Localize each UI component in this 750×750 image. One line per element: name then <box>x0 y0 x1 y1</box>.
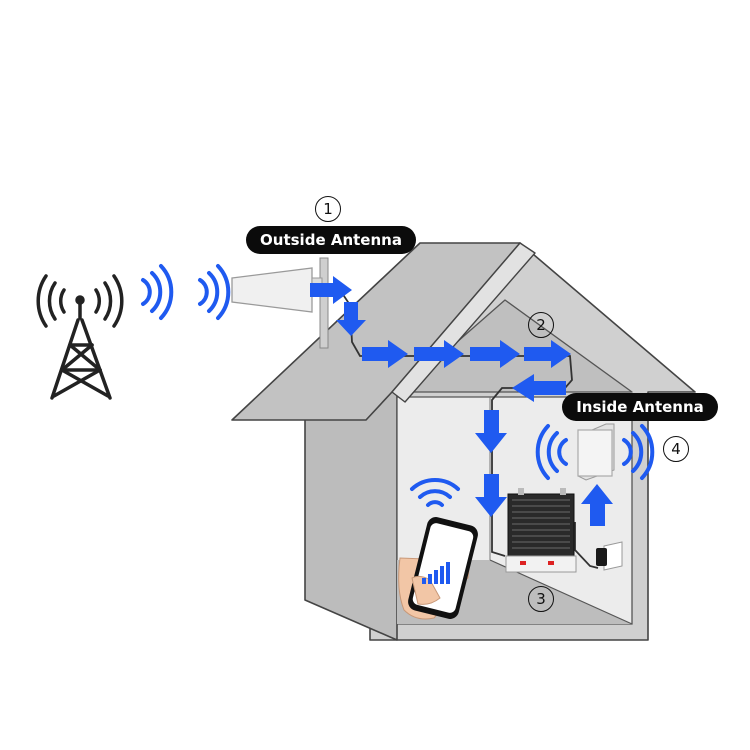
inside-antenna-label: Inside Antenna <box>562 393 718 421</box>
flow-arrow-icon <box>362 340 408 368</box>
step-marker-4: 4 <box>663 436 689 462</box>
flow-arrow-icon <box>524 340 571 368</box>
roof-edge <box>391 242 536 403</box>
booster-unit-icon <box>505 488 577 573</box>
flow-arrows <box>310 276 613 526</box>
cell-tower-icon <box>36 274 124 400</box>
flow-arrow-icon <box>512 374 566 402</box>
house-front-wall <box>304 389 398 641</box>
flow-arrow-icon <box>414 340 464 368</box>
flow-arrow-icon <box>475 474 507 517</box>
outside-antenna-label: Outside Antenna <box>246 226 416 254</box>
signal-waves-icon <box>141 264 231 320</box>
signal-waves-icon <box>535 424 655 480</box>
step-marker-2: 2 <box>528 312 554 338</box>
yagi-antenna-icon <box>231 257 329 349</box>
signal-bars-icon <box>422 562 450 584</box>
step-marker-1: 1 <box>315 196 341 222</box>
flow-arrow-icon <box>470 340 520 368</box>
flow-arrow-icon <box>475 410 507 453</box>
step-marker-3: 3 <box>528 586 554 612</box>
flow-arrow-icon <box>336 302 366 336</box>
power-adapter-icon <box>596 541 623 571</box>
panel-antenna-icon <box>577 423 615 481</box>
flow-arrow-icon <box>310 276 352 304</box>
signal-waves-icon <box>410 478 460 507</box>
flow-arrow-icon <box>581 484 613 526</box>
roof <box>231 242 521 421</box>
